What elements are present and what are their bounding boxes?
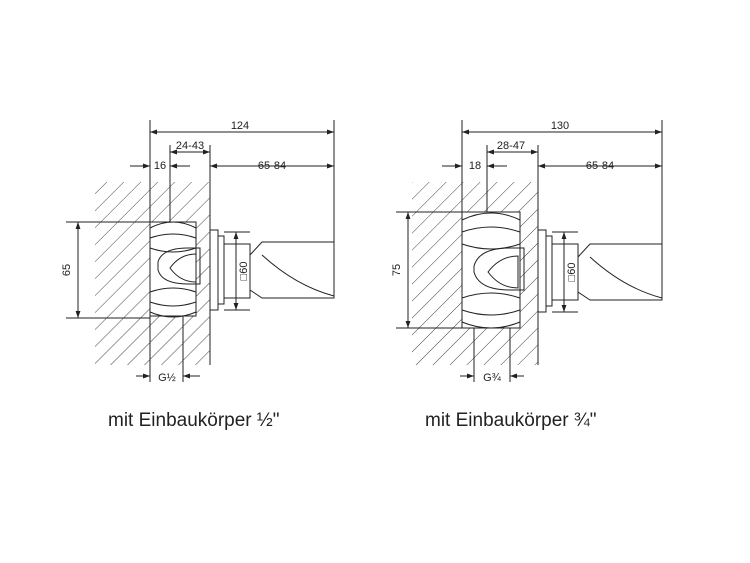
left-projection: 65-84 (258, 160, 286, 172)
right-projection: 65-84 (586, 160, 614, 172)
left-drawing (66, 120, 335, 382)
left-square-size: □60 (238, 262, 250, 281)
left-handle (249, 241, 335, 299)
left-caption: mit Einbaukörper ½" (108, 410, 280, 431)
right-overall-length: 130 (551, 120, 569, 132)
left-overall-length: 124 (231, 120, 249, 132)
right-caption: mit Einbaukörper ¾" (425, 410, 597, 431)
right-spacing: 18 (469, 160, 481, 172)
left-embedded-body (149, 221, 201, 318)
right-square-size: □60 (566, 263, 578, 282)
left-spacing: 16 (154, 160, 166, 172)
right-embedded-body (461, 211, 525, 329)
right-offset-range: 28-47 (497, 140, 525, 152)
left-thread-size: G½ (158, 372, 176, 384)
right-wall-hatching (412, 182, 538, 365)
left-offset-range: 24-43 (176, 140, 204, 152)
left-height: 65 (61, 264, 73, 276)
left-wall-hatching (95, 182, 210, 365)
right-drawing (396, 120, 663, 382)
right-thread-size: G¾ (483, 372, 502, 384)
right-height: 75 (391, 264, 403, 276)
right-handle (577, 243, 663, 301)
